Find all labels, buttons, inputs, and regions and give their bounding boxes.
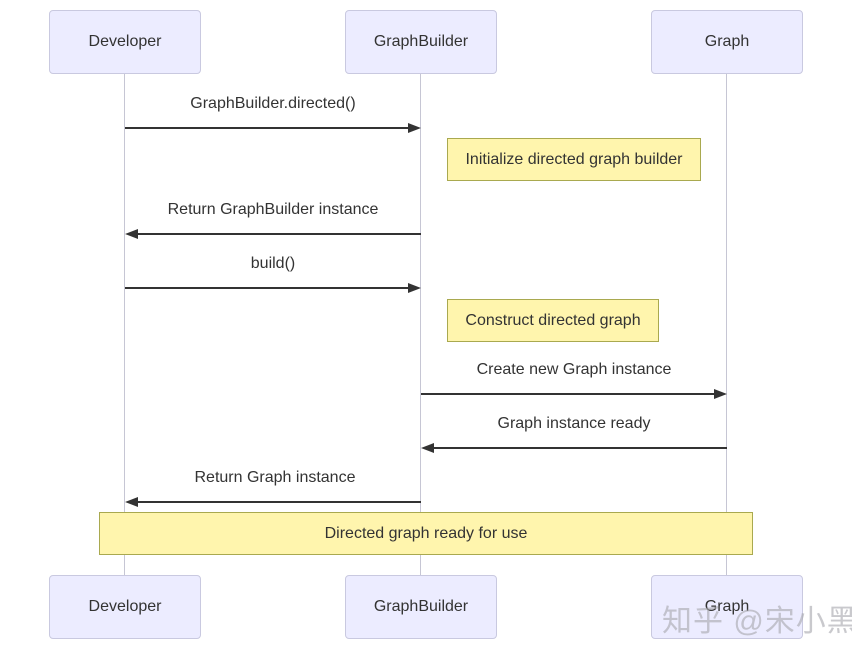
lifeline-graph <box>726 74 727 575</box>
message-label: build() <box>250 255 296 272</box>
actor-label: GraphBuilder <box>373 33 469 50</box>
note-initialize-builder: Initialize directed graph builder <box>447 138 701 181</box>
note-graph-ready: Directed graph ready for use <box>99 512 753 555</box>
message-label: Graph instance ready <box>497 415 651 432</box>
message-label: Return GraphBuilder instance <box>167 201 379 218</box>
arrowhead-left-icon <box>125 229 138 239</box>
message-line <box>125 127 410 129</box>
actor-developer-top: Developer <box>49 10 201 74</box>
message-label: GraphBuilder.directed() <box>190 95 356 112</box>
actor-graphbuilder-bottom: GraphBuilder <box>345 575 497 639</box>
message-label: Return Graph instance <box>194 469 356 486</box>
message-label: Create new Graph instance <box>476 361 672 378</box>
actor-label: Developer <box>88 33 162 50</box>
actor-graphbuilder-top: GraphBuilder <box>345 10 497 74</box>
arrowhead-right-icon <box>714 389 727 399</box>
actor-label: Graph <box>704 33 750 50</box>
note-construct-graph: Construct directed graph <box>447 299 659 342</box>
arrowhead-right-icon <box>408 123 421 133</box>
lifeline-developer <box>124 74 125 575</box>
arrowhead-left-icon <box>421 443 434 453</box>
actor-label: Developer <box>88 598 162 615</box>
actor-graph-top: Graph <box>651 10 803 74</box>
arrowhead-right-icon <box>408 283 421 293</box>
zhihu-watermark: 知乎 @宋小黑 <box>662 605 852 638</box>
message-line <box>136 233 421 235</box>
message-line <box>432 447 727 449</box>
arrowhead-left-icon <box>125 497 138 507</box>
actor-graph-bottom: Graph <box>651 575 803 639</box>
message-line <box>421 393 716 395</box>
actor-label: Graph <box>704 598 750 615</box>
message-line <box>136 501 421 503</box>
actor-label: GraphBuilder <box>373 598 469 615</box>
actor-developer-bottom: Developer <box>49 575 201 639</box>
lifeline-graphbuilder <box>420 74 421 575</box>
message-line <box>125 287 410 289</box>
